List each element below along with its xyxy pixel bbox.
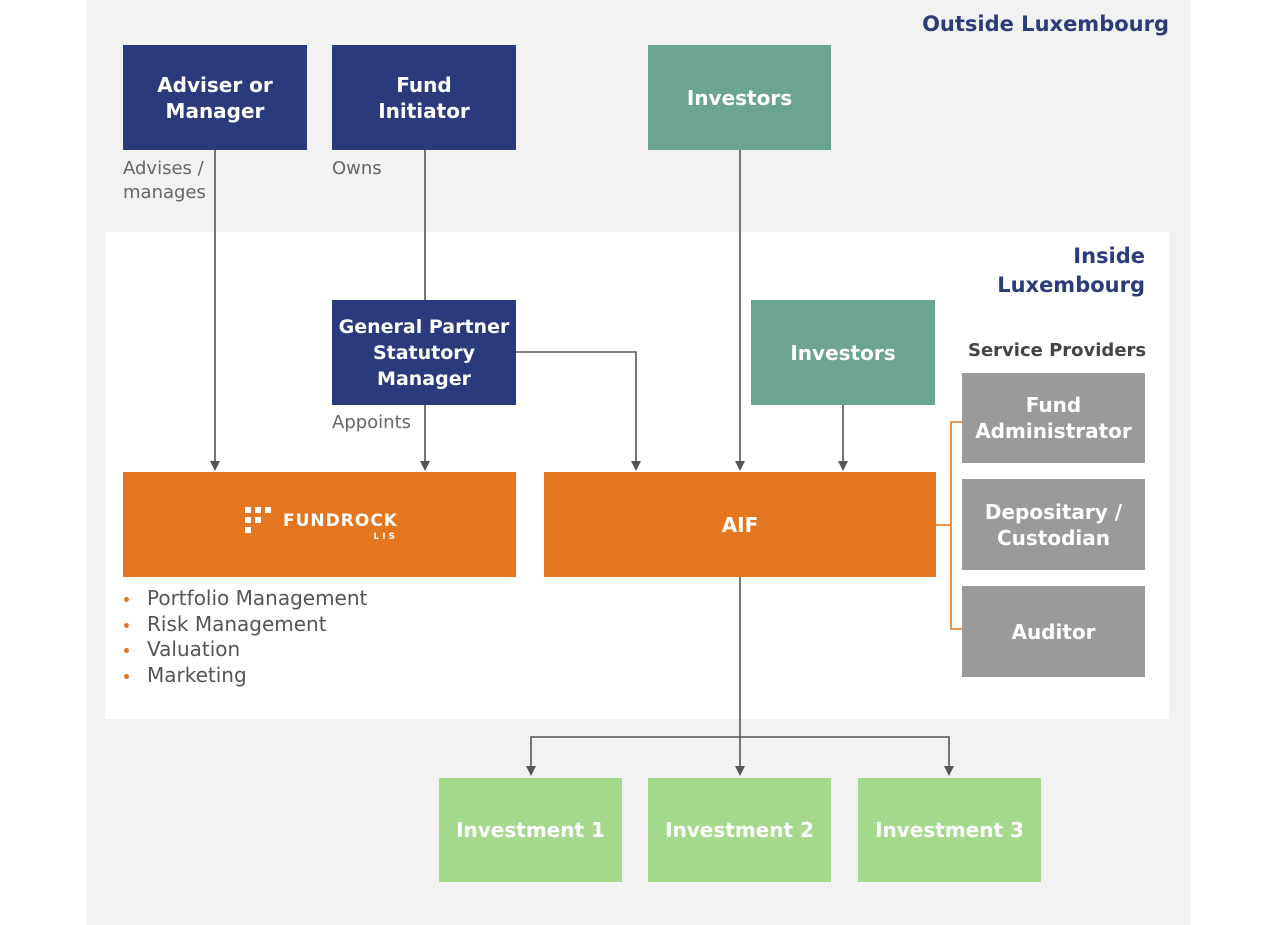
fund-initiator-box: Fund Initiator <box>332 45 516 150</box>
bullet-icon <box>124 597 129 602</box>
fund-administrator-box: Fund Administrator <box>962 373 1145 463</box>
bullet-icon <box>124 673 129 679</box>
fundrock-logo-sub: LIS <box>373 531 398 542</box>
aif-box: AIF <box>544 472 936 577</box>
adviser-or-manager-box: Adviser or Manager <box>123 45 307 150</box>
outside-luxembourg-label: Outside Luxembourg <box>922 12 1169 36</box>
list-item: Risk Management <box>123 612 367 638</box>
service-label: Portfolio Management <box>147 586 368 610</box>
depositary-custodian-box: Depositary / Custodian <box>962 479 1145 570</box>
bullet-icon <box>124 622 129 628</box>
investment-2-box: Investment 2 <box>648 778 831 882</box>
service-label: Risk Management <box>147 611 327 636</box>
appoints-note: Appoints <box>332 412 412 433</box>
list-item: Portfolio Management <box>123 586 367 612</box>
fundrock-logo: FUNDROCK LIS <box>245 506 398 543</box>
investors-outside-box: Investors <box>648 45 831 150</box>
advises-manages-note: Advises / manages <box>123 158 206 203</box>
inside-luxembourg-label: Inside Luxembourg <box>997 244 1145 297</box>
general-partner-to-aif-arrow <box>516 351 641 471</box>
fundrock-logo-word: FUNDROCK <box>283 510 398 531</box>
service-label: Valuation <box>147 637 241 661</box>
services-list: Portfolio Management Risk Management Val… <box>123 586 367 688</box>
list-item: Valuation <box>123 637 367 663</box>
service-providers-label: Service Providers <box>968 340 1147 361</box>
investment-3-box: Investment 3 <box>858 778 1041 882</box>
bullet-icon <box>124 648 129 653</box>
investment-1-box: Investment 1 <box>439 778 622 882</box>
list-item: Marketing <box>123 663 367 689</box>
investors-inside-box: Investors <box>751 300 935 405</box>
service-label: Marketing <box>147 662 247 687</box>
auditor-box: Auditor <box>962 586 1145 677</box>
aif-to-investment-1-arrow <box>526 736 740 776</box>
aif-to-investment-3-arrow <box>740 736 954 776</box>
owns-note: Owns <box>332 158 382 179</box>
fundrock-box: FUNDROCK LIS <box>123 472 516 577</box>
service-providers-bracket <box>936 421 962 630</box>
fundrock-logo-mark-icon <box>245 506 281 543</box>
general-partner-box: General Partner Statutory Manager <box>332 300 516 405</box>
